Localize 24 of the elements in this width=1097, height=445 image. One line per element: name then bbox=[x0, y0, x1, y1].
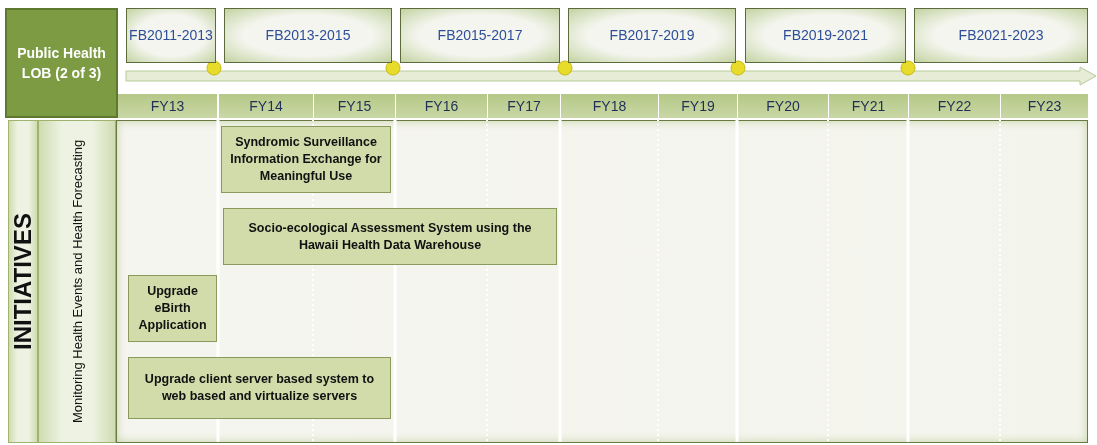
year-header: FY22 bbox=[909, 94, 1000, 118]
biennium-box: FB2013-2015 bbox=[224, 8, 392, 63]
initiative-bar: Upgrade eBirth Application bbox=[128, 275, 217, 342]
biennium-box: FB2017-2019 bbox=[568, 8, 736, 63]
initiative-bar: Syndromic Surveillance Information Exchange for Meaningful Use bbox=[221, 126, 391, 193]
year-header: FY21 bbox=[829, 94, 908, 118]
biennium-box: FB2011-2013 bbox=[126, 8, 216, 63]
year-header: FY14 bbox=[219, 94, 313, 118]
year-header: FY13 bbox=[118, 94, 217, 118]
biennium-box: FB2019-2021 bbox=[745, 8, 906, 63]
year-header: FY15 bbox=[314, 94, 395, 118]
section-band: INITIATIVES bbox=[8, 120, 38, 443]
year-header: FY19 bbox=[659, 94, 737, 118]
year-header: FY23 bbox=[1001, 94, 1088, 118]
initiative-bar: Upgrade client server based system to web based and virtualize servers bbox=[128, 357, 391, 419]
year-header: FY18 bbox=[561, 94, 658, 118]
initiative-bar: Socio-ecological Assessment System using the Hawaii Health Data Warehouse bbox=[223, 208, 557, 265]
year-header: FY16 bbox=[396, 94, 487, 118]
year-header: FY17 bbox=[488, 94, 560, 118]
biennium-box: FB2021-2023 bbox=[914, 8, 1088, 63]
line-of-business-box: Public Health LOB (2 of 3) bbox=[5, 8, 118, 118]
biennium-box: FB2015-2017 bbox=[400, 8, 560, 63]
year-header: FY20 bbox=[738, 94, 828, 118]
category-band: Monitoring Health Events and Health Forecasting bbox=[38, 120, 116, 443]
